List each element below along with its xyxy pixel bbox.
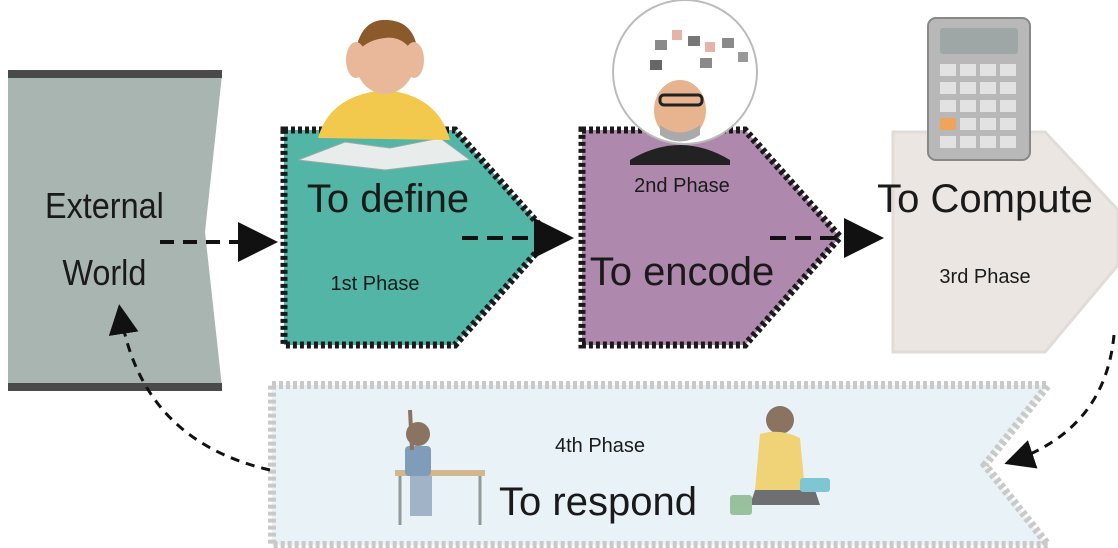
- external-world-line1: External: [45, 186, 164, 226]
- phase3-box: To Compute 3rd Phase: [877, 130, 1118, 354]
- phase2-label: 2nd Phase: [634, 175, 730, 197]
- students-responding-icon: [395, 406, 830, 525]
- phase1-title: To define: [307, 177, 469, 221]
- phase2-title: To encode: [590, 250, 775, 294]
- stressed-student-icon: [297, 19, 472, 171]
- arrow-phase3-to-phase4: [1004, 334, 1116, 469]
- calculator-icon: [927, 17, 1031, 161]
- phase1-label: 1st Phase: [331, 273, 420, 295]
- puzzle-head-man-icon: [612, 0, 758, 165]
- phase3-label: 3rd Phase: [939, 266, 1030, 288]
- arrow-phase4-to-external: [108, 304, 271, 472]
- raised-hand-student-icon: [395, 409, 485, 525]
- phase4-title: To respond: [499, 480, 697, 524]
- external-world-line2: World: [62, 253, 146, 293]
- phase4-box: 4th Phase To respond: [268, 381, 1057, 548]
- phase2-box: 2nd Phase To encode: [578, 126, 845, 349]
- external-world-box: External World: [8, 70, 222, 391]
- phase3-title: To Compute: [877, 177, 1093, 221]
- kneeling-student-icon: [730, 406, 830, 515]
- phase4-label: 4th Phase: [555, 435, 645, 457]
